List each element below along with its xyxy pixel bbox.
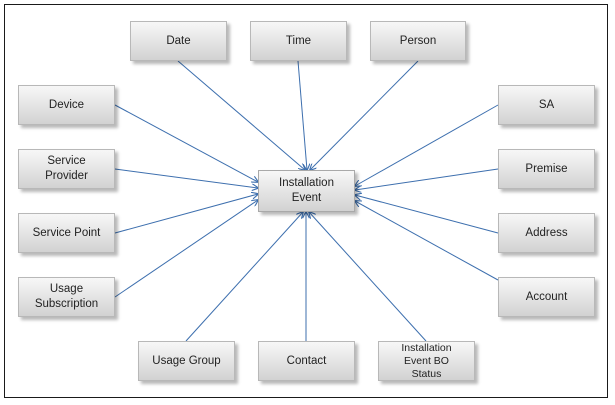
edge-premise-to-installation-event (355, 168, 499, 190)
node-account: Account (498, 277, 595, 317)
edge-time-to-installation-event (297, 60, 307, 170)
node-sa: SA (498, 85, 595, 125)
node-date: Date (130, 21, 227, 61)
node-device: Device (18, 85, 115, 125)
node-time: Time (250, 21, 347, 61)
edge-date-to-installation-event (177, 60, 305, 170)
edge-usage-subscription-to-installation-event (114, 200, 258, 298)
node-address: Address (498, 213, 595, 253)
edge-installation-event-bo-status-to-installation-event (309, 212, 427, 342)
edge-service-point-to-installation-event (114, 194, 258, 234)
node-person: Person (370, 21, 466, 61)
node-premise: Premise (498, 149, 595, 189)
node-service-provider: Service Provider (18, 149, 115, 189)
node-usage-group: Usage Group (138, 341, 235, 381)
edge-address-to-installation-event (355, 195, 499, 234)
edge-person-to-installation-event (310, 60, 419, 170)
node-usage-subscription: Usage Subscription (18, 277, 115, 317)
edge-usage-group-to-installation-event (185, 212, 303, 342)
edge-device-to-installation-event (114, 104, 258, 182)
node-installation-event: Installation Event (258, 170, 355, 212)
node-service-point: Service Point (18, 213, 115, 253)
node-contact: Contact (258, 341, 355, 381)
edge-account-to-installation-event (355, 201, 499, 281)
edge-service-provider-to-installation-event (114, 168, 258, 188)
edge-sa-to-installation-event (355, 104, 499, 186)
node-installation-event-bo-status: Installation Event BO Status (378, 341, 475, 381)
